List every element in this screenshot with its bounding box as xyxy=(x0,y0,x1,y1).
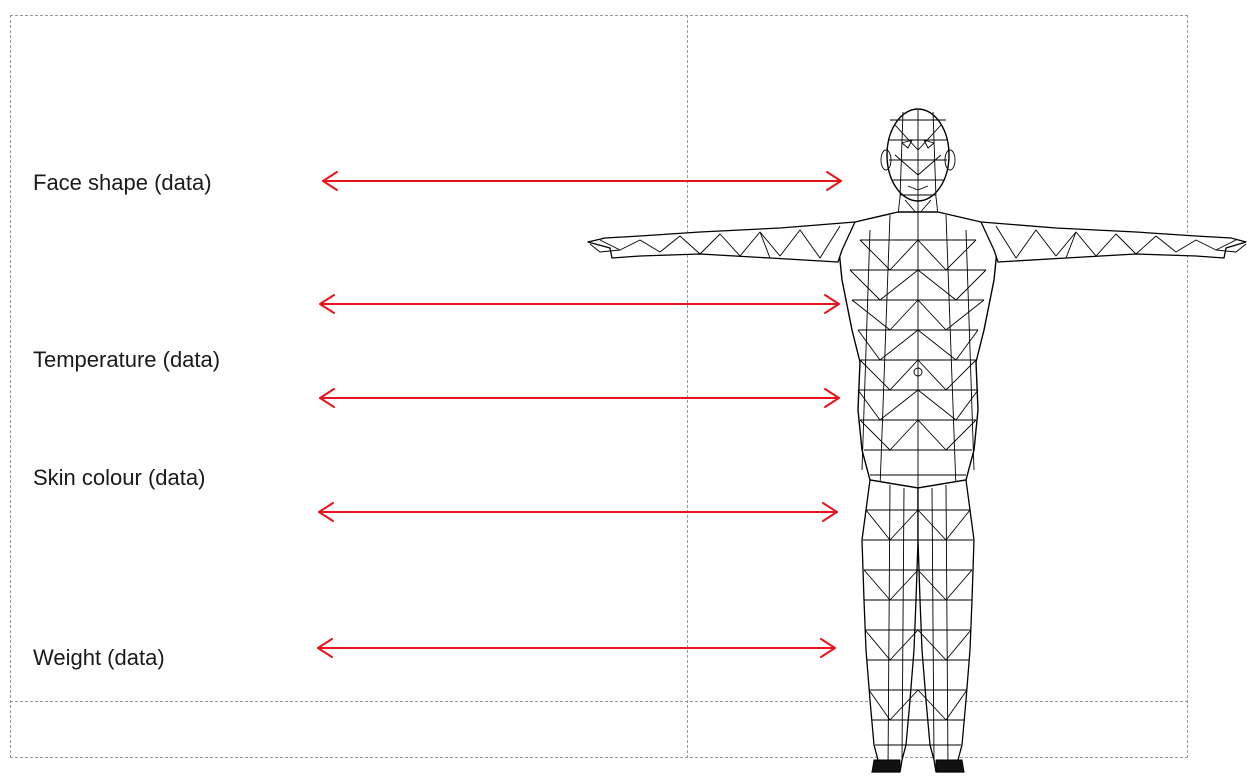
left-arm-outline xyxy=(588,222,855,262)
head-mesh xyxy=(881,109,955,201)
right-arm-outline xyxy=(981,222,1246,262)
